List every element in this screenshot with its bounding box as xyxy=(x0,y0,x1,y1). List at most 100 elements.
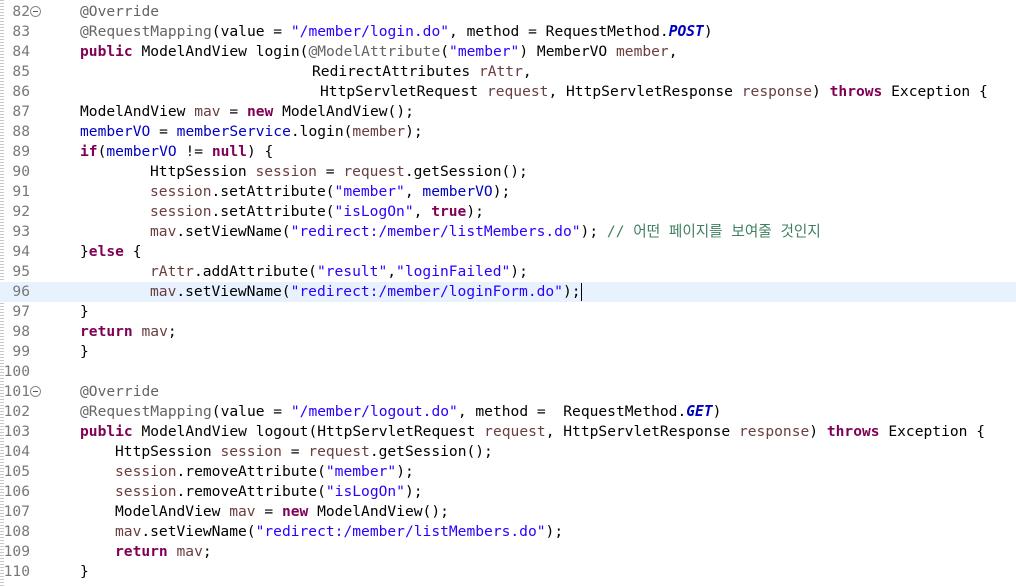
line-number: 85 xyxy=(12,63,30,80)
line-number: 91 xyxy=(12,183,30,200)
code-line[interactable]: 107 ModelAndView mav = new ModelAndView()… xyxy=(0,502,1016,522)
code-token: session xyxy=(255,163,317,180)
code-token: , method = RequestMethod. xyxy=(457,403,687,420)
code-token: @Override xyxy=(80,383,160,400)
code-token: .setViewName( xyxy=(141,523,256,540)
line-number: 106 xyxy=(3,483,30,500)
code-token: throws xyxy=(829,83,883,100)
code-token: ; xyxy=(202,543,212,560)
code-text: if(memberVO != null) { xyxy=(80,142,273,162)
code-token: "result" xyxy=(316,263,388,280)
line-number: 103 xyxy=(3,423,30,440)
code-token: session xyxy=(115,463,177,480)
code-token: , xyxy=(668,43,678,60)
code-token: , xyxy=(404,183,423,200)
code-line[interactable]: 82@Override xyxy=(0,2,1016,22)
code-line[interactable]: 101 @Override xyxy=(0,382,1016,402)
code-token: mav xyxy=(176,543,203,560)
code-token: return xyxy=(80,323,133,340)
code-token: session xyxy=(150,183,212,200)
code-token: , xyxy=(387,263,397,280)
line-number: 101 xyxy=(3,383,30,400)
code-line[interactable]: 85 RedirectAttributes rAttr, xyxy=(0,62,1016,82)
code-token: session xyxy=(115,483,177,500)
code-line[interactable]: 94}else { xyxy=(0,242,1016,262)
line-number: 89 xyxy=(12,143,30,160)
code-line[interactable]: 110} xyxy=(0,562,1016,582)
code-text: public ModelAndView logout(HttpServletRe… xyxy=(80,422,985,442)
code-token: null xyxy=(211,143,247,160)
code-line[interactable]: 86 HttpServletRequest request, HttpServle… xyxy=(0,82,1016,102)
code-token: memberService xyxy=(176,123,291,140)
code-line[interactable]: 105 session.removeAttribute("member"); xyxy=(0,462,1016,482)
code-token: .setAttribute( xyxy=(211,183,335,200)
code-token: ModelAndView(); xyxy=(273,103,414,120)
code-line[interactable]: 83@RequestMapping(value = "/member/login… xyxy=(0,22,1016,42)
code-token: , HttpServletResponse xyxy=(545,423,739,440)
code-text: RedirectAttributes rAttr, xyxy=(312,62,532,82)
code-token xyxy=(133,323,142,340)
code-token: } xyxy=(80,343,89,360)
code-token: public xyxy=(80,423,133,440)
code-line[interactable]: 102@RequestMapping(value = "/member/logo… xyxy=(0,402,1016,422)
line-number: 110 xyxy=(3,563,30,580)
code-token: ); xyxy=(466,203,484,220)
code-token: throws xyxy=(826,423,880,440)
code-text: session.removeAttribute("member"); xyxy=(115,462,414,482)
code-text: ModelAndView mav = new ModelAndView(); xyxy=(80,102,414,122)
code-line[interactable]: 89 if(memberVO != null) { xyxy=(0,142,1016,162)
code-line[interactable]: 88 memberVO = memberService.login(member)… xyxy=(0,122,1016,142)
code-token: "/member/login.do" xyxy=(290,23,450,40)
code-token: POST xyxy=(668,23,704,40)
code-text: ModelAndView mav = new ModelAndView(); xyxy=(115,502,449,522)
code-text: HttpSession session = request.getSession… xyxy=(150,162,528,182)
code-line[interactable]: 99} xyxy=(0,342,1016,362)
line-number: 99 xyxy=(12,343,30,360)
code-token: "redirect:/member/listMembers.do" xyxy=(290,223,581,240)
code-token: .getSession(); xyxy=(369,443,493,460)
code-text: HttpServletRequest request, HttpServletR… xyxy=(320,82,988,102)
code-token: request xyxy=(343,163,405,180)
line-number: 88 xyxy=(12,123,30,140)
code-token: ) { xyxy=(246,143,274,160)
code-line[interactable]: 100 xyxy=(0,362,1016,382)
code-token: ) MemberVO xyxy=(519,43,616,60)
code-token: session xyxy=(150,203,212,220)
code-token: .setViewName( xyxy=(176,283,291,300)
code-text: return mav; xyxy=(80,322,177,342)
code-token: , method = RequestMethod. xyxy=(449,23,669,40)
code-token: request xyxy=(308,443,370,460)
line-number: 107 xyxy=(3,503,30,520)
fold-collapse-icon[interactable] xyxy=(30,386,41,397)
code-token: ModelAndView login( xyxy=(132,43,309,60)
code-token: return xyxy=(115,543,168,560)
code-token: .getSession(); xyxy=(404,163,528,180)
code-token: new xyxy=(281,503,309,520)
code-token: @RequestMapping xyxy=(80,23,212,40)
code-line[interactable]: 97} xyxy=(0,302,1016,322)
code-token: ModelAndView xyxy=(80,103,195,120)
line-number: 86 xyxy=(12,83,30,100)
line-number: 105 xyxy=(3,463,30,480)
code-token: request xyxy=(484,423,546,440)
code-token: (value = xyxy=(211,23,291,40)
line-number: 95 xyxy=(12,263,30,280)
code-text: memberVO = memberService.login(member); xyxy=(80,122,423,142)
code-token: "loginFailed" xyxy=(396,263,511,280)
code-line[interactable]: 103 public ModelAndView logout(HttpServle… xyxy=(0,422,1016,442)
fold-collapse-icon[interactable] xyxy=(30,6,41,17)
